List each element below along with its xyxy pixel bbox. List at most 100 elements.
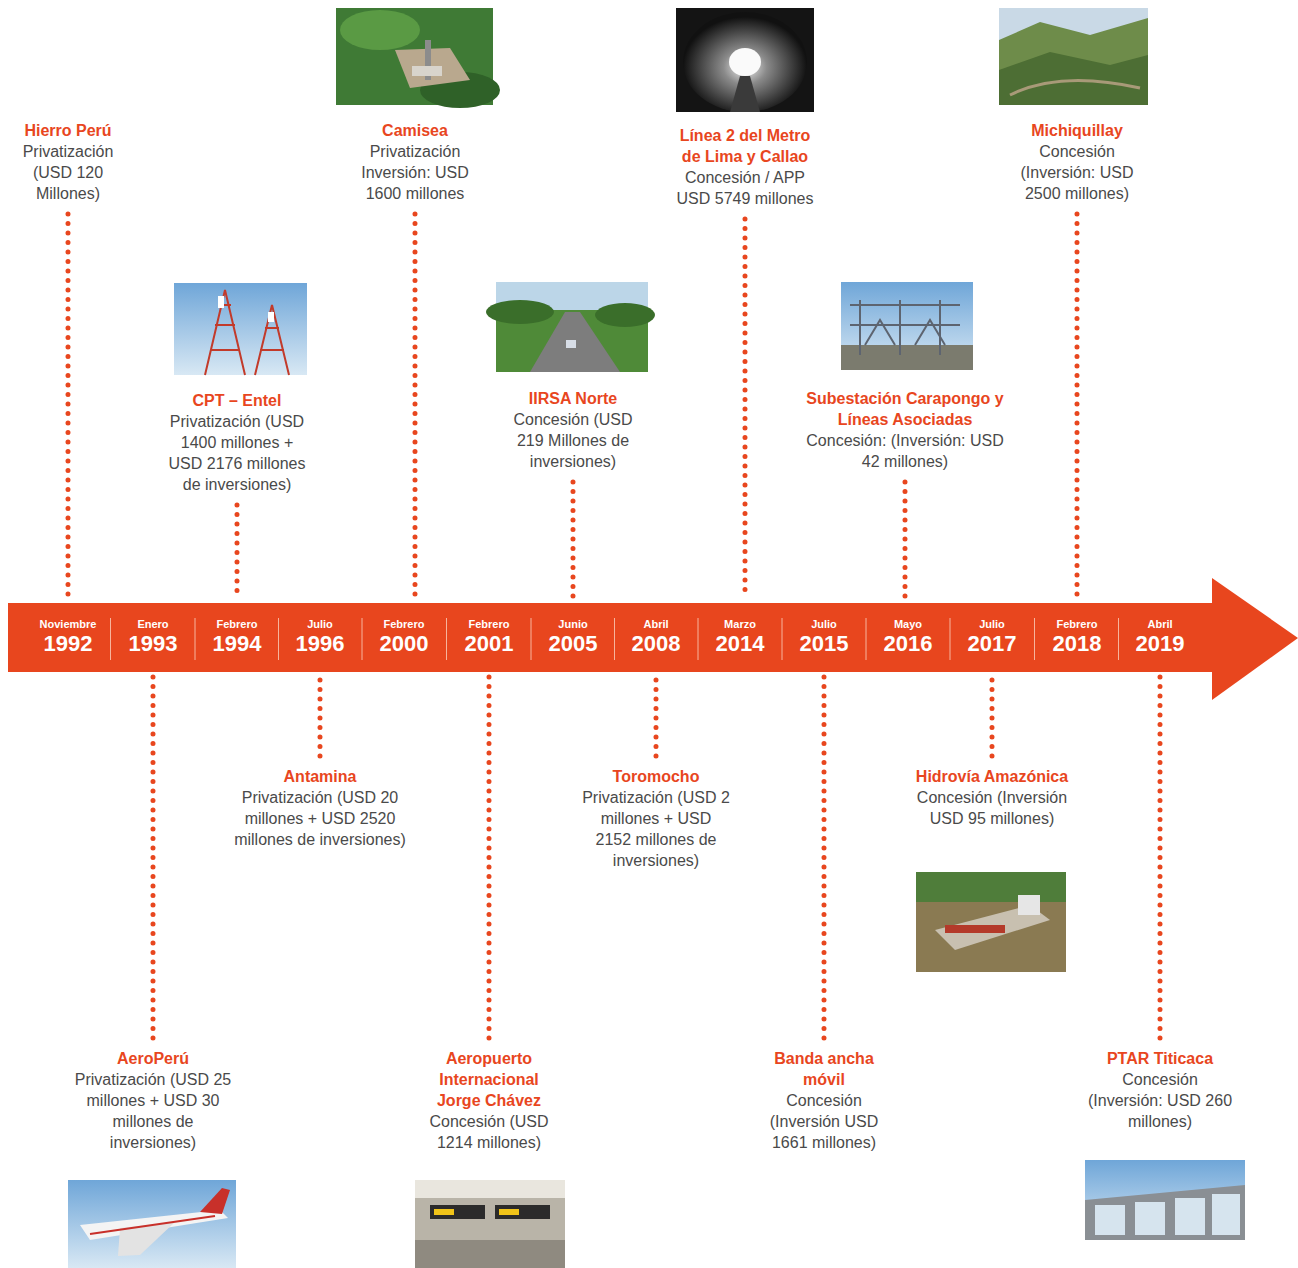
metro-tunnel-photo-part	[676, 8, 814, 112]
water-treatment-photo-part-part	[1212, 1194, 1240, 1235]
event-block: CPT – EntelPrivatización (USD 1400 millo…	[162, 390, 312, 495]
road-photo-part	[530, 312, 620, 372]
event-detail: Concesión (USD 1214 millones)	[419, 1111, 559, 1153]
water-treatment-photo-part	[1085, 1160, 1245, 1240]
year-label: 2018	[1053, 631, 1102, 657]
dotted-connector	[151, 676, 156, 1038]
dotted-connector	[903, 482, 908, 599]
timeline-arrow-part-part	[278, 618, 279, 660]
water-treatment-photo	[1085, 1160, 1245, 1240]
event-detail: Concesión (Inversión: USD 260 millones)	[1085, 1069, 1235, 1132]
event-detail: Privatización (USD 2 millones + USD 2152…	[581, 787, 731, 871]
month-label: Abril	[643, 618, 668, 631]
timeline-arrow-part	[1212, 578, 1298, 700]
dotted-connector	[1075, 214, 1080, 599]
month-label: Noviembre	[40, 618, 97, 631]
road-photo-part	[496, 282, 648, 372]
timeline-arrow-part-part	[782, 618, 783, 660]
month-label: Julio	[811, 618, 837, 631]
event-title: Toromocho	[581, 766, 731, 787]
road-photo-part	[595, 303, 655, 327]
year-label: 1992	[44, 631, 93, 657]
river-barge-photo-part	[916, 902, 1066, 972]
camisea-photo	[336, 8, 500, 108]
event-title: Banda ancha móvil	[759, 1048, 889, 1090]
month-label: Abril	[1147, 618, 1172, 631]
event-block: Banda ancha móvilConcesión (Inversión US…	[759, 1048, 889, 1153]
event-block: Línea 2 del Metro de Lima y CallaoConces…	[670, 125, 820, 209]
event-title: Antamina	[215, 766, 425, 787]
event-block: MichiquillayConcesión (Inversión: USD 25…	[1007, 120, 1147, 204]
airport-photo-part	[434, 1209, 454, 1215]
event-block: AeroPerúPrivatización (USD 25 millones +…	[73, 1048, 233, 1153]
telecom-towers-photo	[174, 283, 307, 375]
event-title: AeroPerú	[73, 1048, 233, 1069]
event-detail: Concesión / APP USD 5749 millones	[670, 167, 820, 209]
dotted-connector	[318, 676, 323, 756]
event-block: Hierro PerúPrivatización (USD 120 Millon…	[8, 120, 128, 204]
river-barge-photo-part	[916, 872, 1066, 972]
camisea-photo-part	[395, 48, 470, 88]
date-cell: Mayo2016	[866, 603, 950, 672]
timeline-arrow-part-part	[698, 618, 699, 660]
event-detail: Privatización (USD 25 millones + USD 30 …	[73, 1069, 233, 1153]
event-detail: Privatización (USD 120 Millones)	[8, 141, 128, 204]
year-label: 2000	[380, 631, 429, 657]
event-title: Michiquillay	[1007, 120, 1147, 141]
road-photo-part	[566, 340, 576, 348]
timeline-arrow-part	[111, 618, 1119, 660]
telecom-towers-photo-part	[205, 290, 289, 375]
timeline-arrow-part-part	[531, 618, 532, 660]
event-block: PTAR TiticacaConcesión (Inversión: USD 2…	[1085, 1048, 1235, 1132]
river-barge-photo-part	[1018, 895, 1040, 915]
airplane-photo-part	[200, 1188, 230, 1214]
telecom-towers-photo-part	[174, 283, 307, 375]
timeline-arrow-part-part	[1034, 618, 1035, 660]
telecom-towers-photo-part-part	[265, 327, 279, 329]
event-detail: Privatización (USD 1400 millones + USD 2…	[162, 411, 312, 495]
camisea-photo-part	[412, 66, 442, 76]
event-detail: Privatización Inversión: USD 1600 millon…	[345, 141, 485, 204]
airport-photo-part	[415, 1180, 565, 1268]
water-treatment-photo-part	[1085, 1185, 1245, 1240]
event-title: Línea 2 del Metro de Lima y Callao	[670, 125, 820, 167]
dotted-connector	[654, 676, 659, 756]
month-label: Febrero	[217, 618, 258, 631]
event-title: Subestación Carapongo y Líneas Asociadas	[800, 388, 1010, 430]
mountain-photo-part	[1010, 80, 1140, 95]
substation-photo-part-part	[939, 300, 941, 355]
timeline-arrow-part	[8, 603, 1214, 672]
year-label: 2015	[800, 631, 849, 657]
event-detail: Privatización (USD 20 millones + USD 252…	[215, 787, 425, 850]
substation-photo-part-part	[859, 300, 861, 355]
timeline-arrow-part-part	[950, 618, 951, 660]
mountain-photo-part	[999, 18, 1148, 105]
river-barge-photo-part	[916, 872, 1066, 902]
event-detail: Concesión: (Inversión: USD 42 millones)	[800, 430, 1010, 472]
event-title: CPT – Entel	[162, 390, 312, 411]
event-title: PTAR Titicaca	[1085, 1048, 1235, 1069]
timeline-arrow	[8, 578, 1298, 700]
event-title: Camisea	[345, 120, 485, 141]
event-block: AntaminaPrivatización (USD 20 millones +…	[215, 766, 425, 850]
event-block: IIRSA NorteConcesión (USD 219 Millones d…	[503, 388, 643, 472]
event-block: Subestación Carapongo y Líneas Asociadas…	[800, 388, 1010, 472]
water-treatment-photo-part-part	[1095, 1205, 1125, 1235]
year-label: 2019	[1136, 631, 1185, 657]
substation-photo-part-part	[865, 320, 895, 345]
date-cell: Abril2008	[614, 603, 698, 672]
water-treatment-photo-part	[1095, 1194, 1240, 1235]
metro-tunnel-photo-part	[729, 48, 761, 76]
water-treatment-photo-part-part	[1175, 1198, 1205, 1235]
road-photo-part	[486, 300, 554, 324]
telecom-towers-photo-part-part	[210, 349, 240, 351]
airport-photo-part	[499, 1209, 519, 1215]
date-cell: Julio2017	[950, 603, 1034, 672]
dotted-connector	[822, 676, 827, 1038]
year-label: 2017	[968, 631, 1017, 657]
dotted-connector	[487, 676, 492, 1038]
telecom-towers-photo-part-part	[215, 324, 235, 326]
month-label: Julio	[307, 618, 333, 631]
timeline-arrow-part-part	[1118, 618, 1119, 660]
